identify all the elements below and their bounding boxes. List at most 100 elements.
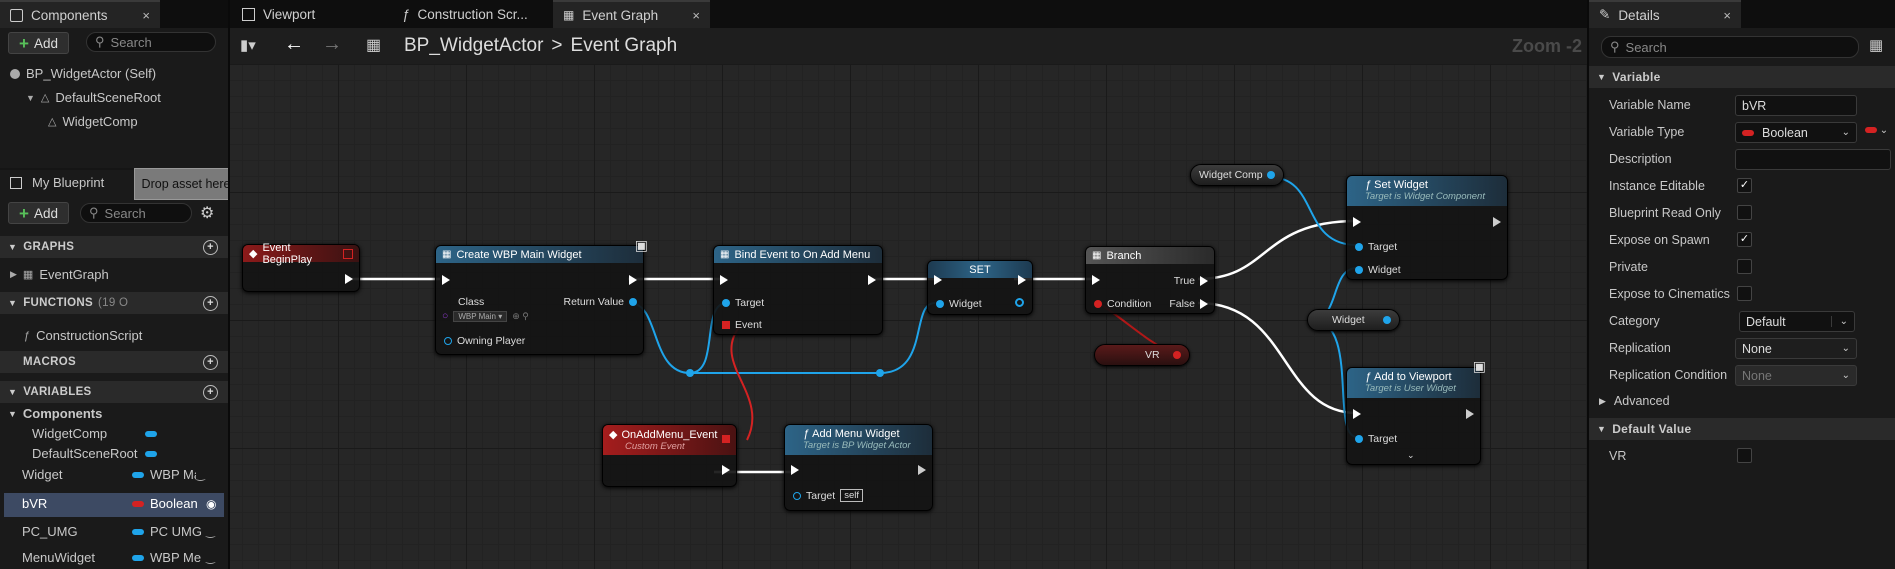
expose-on-spawn-checkbox[interactable]: ✓ bbox=[1737, 232, 1752, 247]
forward-arrow-icon[interactable]: → bbox=[322, 33, 342, 55]
left-splitter[interactable] bbox=[228, 0, 230, 569]
node-set-widget[interactable]: SET Widget bbox=[927, 260, 1033, 315]
tab-event-graph[interactable]: ▦ Event Graph × bbox=[553, 0, 710, 28]
description-input[interactable] bbox=[1735, 149, 1891, 170]
node-branch[interactable]: ▦ Branch True Condition False bbox=[1085, 246, 1215, 314]
breadcrumb-leaf[interactable]: Event Graph bbox=[570, 35, 678, 56]
expose-cinematics-checkbox[interactable] bbox=[1737, 286, 1752, 301]
close-icon[interactable]: × bbox=[1723, 7, 1731, 23]
class-select[interactable]: ○ WBP Main ▾ ⊕ ⚲ bbox=[442, 310, 529, 322]
exec-out-pin[interactable] bbox=[1466, 409, 1474, 419]
target-pin[interactable]: Target bbox=[1355, 241, 1397, 253]
exec-out-pin[interactable] bbox=[918, 465, 926, 475]
variable-name-input[interactable]: bVR bbox=[1735, 95, 1857, 116]
exec-out-pin[interactable] bbox=[629, 275, 637, 285]
exec-in-pin[interactable] bbox=[1353, 217, 1361, 227]
category-dropdown[interactable]: Default ⌄ bbox=[1739, 311, 1855, 332]
close-icon[interactable]: × bbox=[692, 7, 700, 23]
false-pin[interactable]: False bbox=[1169, 298, 1208, 310]
table-view-icon[interactable]: ▦ bbox=[1869, 37, 1884, 54]
close-icon[interactable]: × bbox=[142, 7, 150, 23]
add-variable-icon[interactable]: + bbox=[203, 384, 218, 400]
exec-out-pin[interactable] bbox=[868, 275, 876, 285]
node-get-widgetcomp[interactable]: Widget Comp bbox=[1190, 164, 1284, 186]
tab-details[interactable]: ✎ Details × bbox=[1589, 0, 1741, 28]
graphs-section[interactable]: ▼ GRAPHS + bbox=[0, 236, 228, 258]
tab-viewport[interactable]: Viewport bbox=[232, 0, 382, 28]
browse-icon[interactable]: ⊕ ⚲ bbox=[512, 310, 529, 321]
graph-hierarchy-icon[interactable]: ▦ bbox=[366, 37, 382, 54]
exec-in-pin[interactable] bbox=[1092, 275, 1100, 285]
container-type-dropdown[interactable]: ⌄ bbox=[1865, 125, 1888, 136]
components-group[interactable]: ▼ Components bbox=[8, 406, 102, 421]
condition-pin[interactable]: Condition bbox=[1094, 298, 1151, 310]
exec-in-pin[interactable] bbox=[442, 275, 450, 285]
back-arrow-icon[interactable]: ← bbox=[284, 33, 304, 55]
breadcrumb-root[interactable]: BP_WidgetActor bbox=[404, 35, 544, 56]
reroute-node[interactable] bbox=[686, 369, 694, 377]
node-get-vr[interactable]: VR bbox=[1094, 344, 1190, 366]
blueprint-search-input[interactable]: ⚲ Search bbox=[80, 203, 192, 223]
node-create-widget[interactable]: ▦ Create WBP Main Widget ▣ Class ○ WBP M… bbox=[435, 237, 648, 355]
out-pin[interactable] bbox=[1267, 171, 1275, 179]
tab-construction-script[interactable]: ƒ Construction Scr... bbox=[392, 0, 552, 28]
out-pin[interactable] bbox=[1173, 351, 1181, 359]
tab-components[interactable]: Components × bbox=[0, 0, 160, 28]
exec-in-pin[interactable] bbox=[720, 275, 728, 285]
gear-icon[interactable]: ⚙ bbox=[200, 205, 215, 222]
widget-in-pin[interactable]: Widget bbox=[936, 298, 982, 310]
functions-section[interactable]: ▼ FUNCTIONS (19 O + bbox=[0, 292, 228, 314]
delegate-pin[interactable] bbox=[722, 435, 730, 443]
details-search-input[interactable]: ⚲ Search bbox=[1601, 36, 1859, 58]
variable-row-bvr-selected[interactable] bbox=[4, 493, 224, 517]
variable-row-pc-umg[interactable]: PC_UMG PC UMG ‿ bbox=[22, 524, 222, 539]
exec-out-pin[interactable] bbox=[1018, 275, 1026, 285]
bookmark-icon[interactable]: ▮▾ bbox=[240, 37, 256, 54]
function-item-constructionscript[interactable]: ƒ ConstructionScript bbox=[24, 328, 142, 343]
exec-out-pin[interactable] bbox=[345, 274, 353, 284]
exec-in-pin[interactable] bbox=[791, 465, 799, 475]
variable-section[interactable]: ▼ Variable bbox=[1589, 66, 1895, 88]
eye-closed-icon[interactable]: ‿ bbox=[206, 552, 215, 564]
graph-item-eventgraph[interactable]: ▶ ▦ EventGraph bbox=[10, 267, 109, 282]
exec-in-pin[interactable] bbox=[934, 275, 942, 285]
widget-pin[interactable]: Widget bbox=[1355, 264, 1401, 276]
add-graph-icon[interactable]: + bbox=[203, 239, 218, 255]
tree-item-self[interactable]: BP_WidgetActor (Self) bbox=[10, 66, 156, 81]
private-checkbox[interactable] bbox=[1737, 259, 1752, 274]
self-field[interactable]: self bbox=[840, 489, 863, 502]
vr-default-checkbox[interactable] bbox=[1737, 448, 1752, 463]
node-get-widget[interactable]: Widget bbox=[1307, 309, 1400, 331]
graph-canvas[interactable]: ◆ Event BeginPlay ▦ Create WBP Main Widg… bbox=[230, 64, 1587, 569]
replication-dropdown[interactable]: None ⌄ bbox=[1735, 338, 1857, 359]
variables-section[interactable]: ▼ VARIABLES + bbox=[0, 381, 228, 403]
component-var-defaultsceneroot[interactable]: DefaultSceneRoot bbox=[32, 446, 157, 461]
eye-closed-icon[interactable]: ‿ bbox=[196, 469, 205, 481]
advanced-row[interactable]: ▶ Advanced bbox=[1599, 394, 1670, 408]
variable-row-menuwidget[interactable]: MenuWidget WBP Me ‿ bbox=[22, 550, 222, 565]
expand-chevron-icon[interactable]: ⌄ bbox=[1407, 450, 1415, 460]
variable-type-dropdown[interactable]: Boolean ⌄ bbox=[1735, 122, 1857, 143]
reroute-node[interactable] bbox=[876, 369, 884, 377]
component-var-widgetcomp[interactable]: WidgetComp bbox=[32, 426, 157, 441]
eye-closed-icon[interactable]: ‿ bbox=[206, 526, 215, 538]
widget-out-pin[interactable] bbox=[1015, 298, 1024, 307]
target-pin[interactable]: Target self bbox=[793, 489, 863, 502]
owning-player-pin[interactable]: Owning Player bbox=[444, 335, 525, 347]
macros-section[interactable]: MACROS + bbox=[0, 351, 228, 373]
eye-icon[interactable]: ◉ bbox=[206, 496, 217, 511]
return-value-pin[interactable]: Return Value bbox=[563, 296, 637, 308]
variable-row-bvr[interactable]: bVR Boolean ◉ bbox=[22, 496, 222, 511]
default-value-section[interactable]: ▼ Default Value bbox=[1589, 418, 1895, 440]
event-pin[interactable]: Event bbox=[722, 319, 762, 331]
add-macro-icon[interactable]: + bbox=[203, 354, 218, 370]
delegate-pin[interactable] bbox=[343, 248, 353, 259]
right-splitter[interactable] bbox=[1587, 0, 1589, 569]
exec-out-pin[interactable] bbox=[1493, 217, 1501, 227]
true-pin[interactable]: True bbox=[1174, 275, 1208, 287]
replication-condition-dropdown[interactable]: None ⌄ bbox=[1735, 365, 1857, 386]
target-pin[interactable]: Target bbox=[1355, 433, 1397, 445]
